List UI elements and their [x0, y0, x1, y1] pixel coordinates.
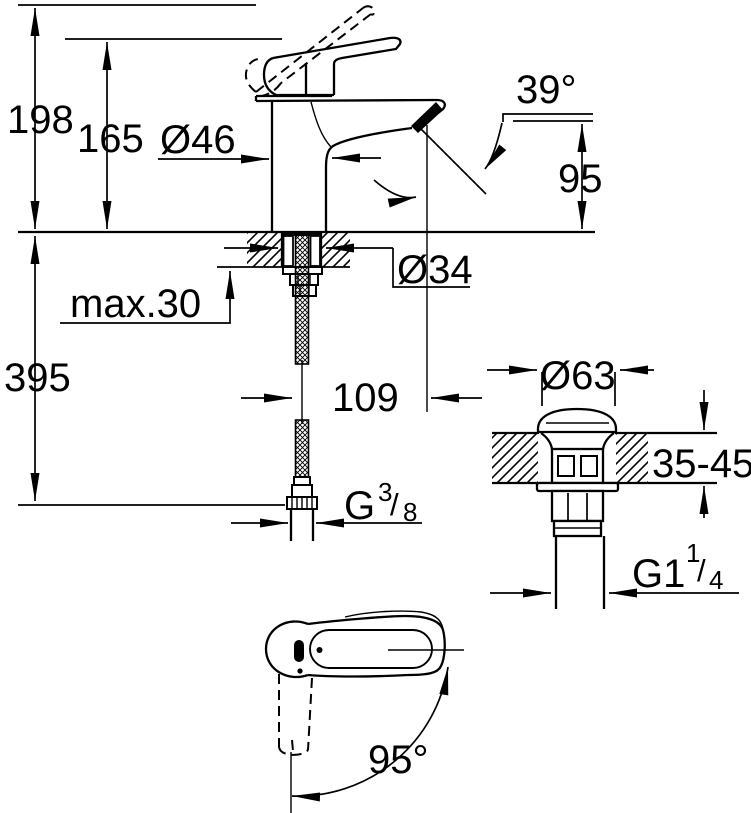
counter-hatch-right [322, 233, 350, 267]
mounting-shank [280, 232, 323, 541]
mounting-nut-facets [297, 274, 311, 285]
label-max30-underline [60, 322, 231, 324]
connector-pipe [289, 509, 315, 541]
faucet-spout-underside [324, 126, 413, 232]
dim-label-spout-reach: 109 [332, 376, 399, 420]
dim-label-hole-diameter: Ø34 [397, 248, 473, 292]
shank-thread-right [309, 235, 321, 267]
waste-thread-numerator: 1 [686, 538, 700, 568]
handle-knob-circle [264, 620, 309, 679]
label-34-bracket [392, 248, 470, 288]
dim-label-deck-range: 35-45 [652, 442, 751, 486]
mounting-nut-lower [292, 284, 317, 297]
handle-rotated-right-edge [307, 677, 313, 751]
handle-grip-seam [309, 629, 433, 669]
dim-label-aerator-angle: 39° [516, 68, 577, 112]
flow-direction-line [419, 127, 487, 195]
supply-thread-numerator: 3 [378, 477, 392, 507]
handle-dot-lower [297, 668, 303, 674]
waste-counter-hatch-right [616, 434, 648, 482]
connector-knurl [291, 497, 313, 509]
dim-label-supply-thread: G 3 / 8 [344, 477, 417, 528]
mounting-nut-lower-facets [299, 285, 310, 296]
handle-slot-mark [294, 640, 304, 662]
handle-pivot-outline [262, 56, 334, 97]
waste-cap-dome [536, 407, 618, 434]
dim-label-base-diameter: Ø46 [160, 118, 236, 162]
waste-set-view [492, 407, 717, 609]
handle-raised-front-edge [280, 13, 372, 84]
waste-counter-hatch-left [492, 434, 538, 482]
dim-95deg-arc [291, 666, 449, 802]
handle-raised-pivot [244, 58, 259, 93]
supply-thread-denominator: 8 [403, 497, 417, 527]
spout-inner-curve [310, 101, 332, 148]
supply-hose-lower [294, 419, 310, 478]
waste-neck-curves [540, 432, 615, 450]
aerator-face [411, 102, 443, 133]
waste-thread-denominator: 4 [709, 565, 723, 595]
supply-thread-base: G [344, 484, 375, 528]
dim-label-deck-max: max.30 [70, 282, 201, 326]
faucet-spout-top-edge [255, 98, 446, 114]
handle-rotated-tick [291, 739, 294, 752]
handle-raised-back-edge [255, 7, 364, 93]
dim-label-supply-length: 395 [4, 356, 71, 400]
dimension-lines [18, 4, 739, 802]
label-39-bracket [502, 113, 593, 122]
dim-label-total-height: 198 [7, 98, 74, 142]
supply-thread-slash: / [390, 487, 399, 522]
handle-raised-lower [261, 82, 282, 97]
handle-lever-outline [272, 36, 402, 95]
dim-label-waste-cap: Ø63 [540, 354, 616, 398]
dim-label-spout-height: 95 [558, 157, 603, 201]
counter-hatch-left [247, 233, 281, 267]
dimension-labels: 198 165 Ø46 39° 95 Ø34 max.30 395 109 Ø6… [4, 68, 751, 782]
waste-flange [535, 481, 620, 493]
waste-thread-base: G1 [632, 552, 685, 596]
supply-hose-upper [294, 232, 310, 365]
waste-tailpipe [554, 536, 606, 609]
hose-fitting-body [291, 484, 313, 498]
handle-raised-tip [362, 5, 376, 16]
dim-label-waste-thread: G1 1 / 4 [632, 538, 723, 596]
waste-hex-nut [550, 489, 605, 523]
handle-dot-upper [316, 647, 323, 653]
waste-slot-right [580, 455, 598, 477]
hose-fitting-step [293, 476, 311, 486]
dim-label-body-height: 165 [77, 117, 144, 161]
waste-slot-left [557, 455, 575, 477]
dim-63-extensions [541, 372, 616, 406]
dim-39-arc [484, 122, 507, 170]
waste-thread-slash: / [697, 553, 706, 588]
dim-label-handle-swing: 95° [368, 738, 429, 782]
shank-thread-left [282, 235, 294, 267]
flow-swing-arc [373, 179, 417, 208]
handle-grip-far-edge [344, 610, 444, 630]
faucet-side-view [244, 5, 446, 232]
waste-hex-facets [567, 493, 588, 521]
